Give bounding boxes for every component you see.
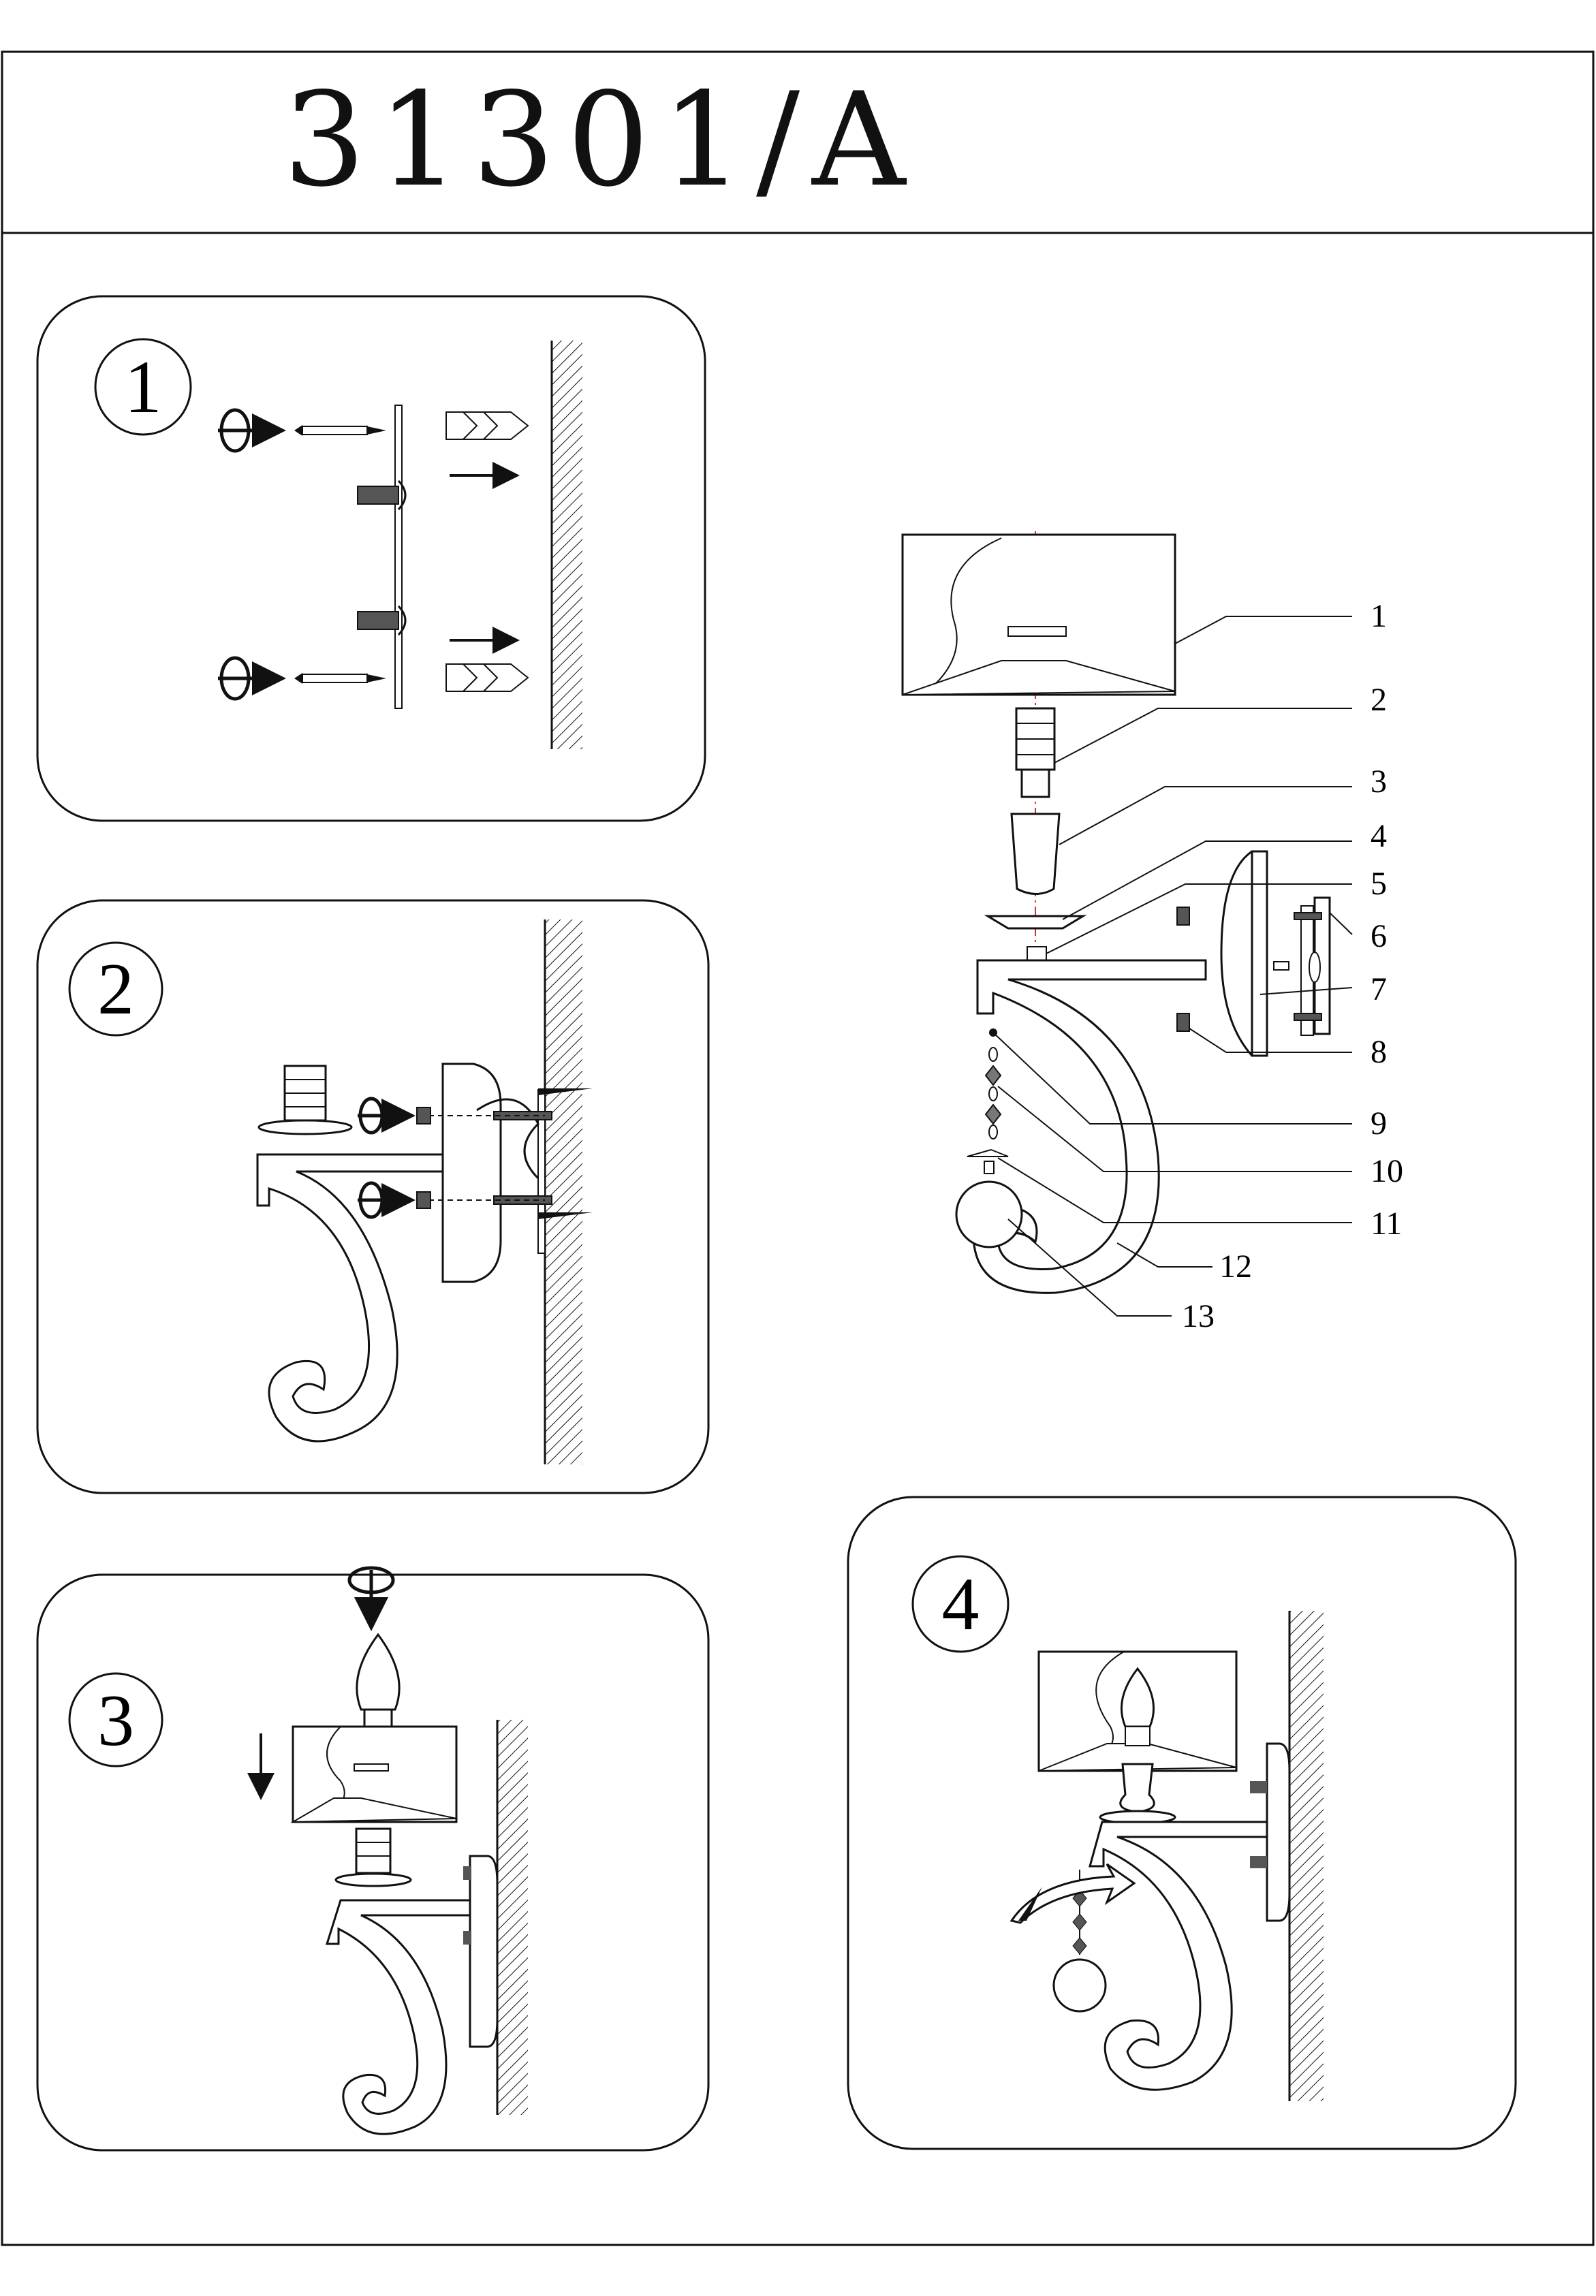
wall-hatch: [552, 341, 582, 749]
lamp-socket: [257, 1065, 353, 1135]
wall-canopy: [1266, 1742, 1291, 1922]
rotate-arrow-icon: [347, 1566, 395, 1631]
candle-cup: [1119, 1763, 1155, 1813]
model-code: 31301/A: [283, 64, 918, 215]
part-shade: [901, 533, 1176, 696]
plate-screw-bottom: [294, 673, 386, 684]
crystal-ball: [1052, 1958, 1107, 2013]
mounting-plate: [394, 405, 403, 709]
outer-frame: [1, 50, 1595, 2246]
lamp-socket: [334, 1827, 412, 1887]
wall-anchor-bottom: [445, 663, 529, 692]
step-4-number: 4: [942, 1562, 980, 1646]
part-cap: [967, 1148, 1009, 1157]
callout-1: 1: [1371, 598, 1387, 634]
rotate-arrow-icon: [358, 1181, 416, 1219]
part-nut: [1176, 1013, 1190, 1032]
callout-10: 10: [1371, 1153, 1403, 1189]
plate-bolt-bottom: [357, 605, 407, 636]
plate-screw-top: [294, 425, 386, 436]
title-bar: 31301/A: [0, 48, 1596, 232]
nut: [416, 1191, 431, 1209]
part-arm: [973, 959, 1207, 1294]
wall-anchor-top: [445, 411, 529, 440]
candle-bulb: [356, 1633, 401, 1730]
wall-hatch: [1289, 1611, 1324, 2101]
part-socket: [1015, 707, 1056, 798]
lamp-arm: [1089, 1821, 1268, 2091]
part-bobeche: [984, 915, 1087, 930]
callout-12: 12: [1219, 1248, 1252, 1285]
lamp-arm: [256, 1153, 444, 1443]
callout-11: 11: [1371, 1206, 1402, 1242]
wall-canopy: [469, 1855, 499, 2048]
plate-bolt-top: [357, 479, 407, 511]
rotate-arrow-icon: [218, 656, 286, 701]
step-4-badge: [911, 1555, 1010, 1653]
lamp-arm: [325, 1899, 471, 2135]
step-2-number: 2: [97, 949, 134, 1030]
callout-leaders: [992, 616, 1353, 1317]
step-4-panel: 4: [847, 1496, 1517, 2150]
rotate-arrow-icon: [358, 1097, 416, 1135]
wall-screw: [493, 1088, 593, 1219]
callout-7: 7: [1371, 971, 1387, 1007]
callout-9: 9: [1371, 1105, 1387, 1142]
callout-8: 8: [1371, 1034, 1387, 1070]
wall-canopy: [441, 1063, 502, 1283]
step-2-panel: 2: [36, 899, 710, 1494]
step-3-number: 3: [97, 1680, 134, 1761]
callout-4: 4: [1371, 818, 1387, 854]
curved-arrow-icon: [1010, 1863, 1136, 1924]
step-2-badge: [68, 941, 163, 1037]
nut: [416, 1107, 431, 1125]
callout-3: 3: [1371, 764, 1387, 800]
callout-13: 13: [1182, 1298, 1215, 1334]
step-3-badge: [68, 1672, 163, 1767]
lamp-shade: [290, 1725, 458, 1823]
wall-hatch: [497, 1720, 528, 2115]
rotate-arrow-icon: [218, 408, 286, 453]
wall-hatch: [545, 919, 582, 1464]
step-1-panel: 1: [36, 295, 706, 822]
callout-2: 2: [1371, 682, 1387, 718]
part-candle-cup: [1010, 813, 1061, 895]
step-3-panel: 3: [36, 1566, 710, 2152]
callout-5: 5: [1371, 866, 1387, 902]
pendant-chain: [1052, 1870, 1107, 2013]
step-1-number: 1: [125, 345, 162, 428]
step-1-badge: [94, 338, 192, 436]
part-crystal-ball: [955, 1180, 1023, 1248]
part-crystal-chain: [984, 1047, 1002, 1139]
exploded-view: 1 2 3 4 5 6 7 8 9 10 11 12 13: [901, 531, 1403, 1334]
callout-6: 6: [1371, 918, 1387, 954]
part-nut: [1176, 907, 1190, 926]
part-connector: [984, 1161, 995, 1174]
